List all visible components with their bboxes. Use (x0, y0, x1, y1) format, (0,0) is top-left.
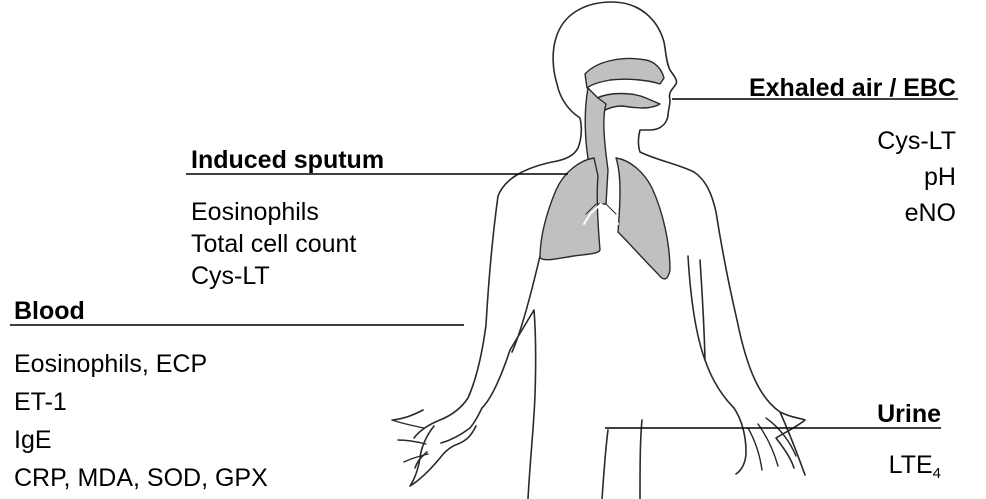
marker-item: Eosinophils (191, 196, 356, 228)
marker-item: CRP, MDA, SOD, GPX (14, 459, 268, 497)
marker-subscript: 4 (933, 465, 941, 482)
nasal-cavity (585, 59, 664, 88)
arm-inner-edges (512, 256, 746, 474)
marker-base: LTE (889, 451, 933, 479)
exhaled-air-heading: Exhaled air / EBC (749, 74, 956, 102)
marker-item: pH (877, 159, 956, 195)
blood-heading: Blood (14, 297, 85, 325)
marker-item: Cys-LT (191, 260, 356, 292)
marker-item: ET-1 (14, 383, 268, 421)
marker-item: LTE4 (889, 449, 941, 481)
marker-item: Cys-LT (877, 123, 956, 159)
urine-markers: LTE4 (889, 449, 941, 481)
marker-item: IgE (14, 421, 268, 459)
marker-item: eNO (877, 195, 956, 231)
marker-item: Eosinophils, ECP (14, 345, 268, 383)
left-lung (616, 158, 670, 279)
marker-item: Total cell count (191, 228, 356, 260)
induced-sputum-heading: Induced sputum (191, 146, 384, 174)
exhaled-air-markers: Cys-LT pH eNO (877, 123, 956, 231)
urine-heading: Urine (877, 400, 941, 428)
induced-sputum-markers: Eosinophils Total cell count Cys-LT (191, 196, 356, 292)
blood-markers: Eosinophils, ECP ET-1 IgE CRP, MDA, SOD,… (14, 345, 268, 497)
hand-fingers (392, 418, 796, 470)
